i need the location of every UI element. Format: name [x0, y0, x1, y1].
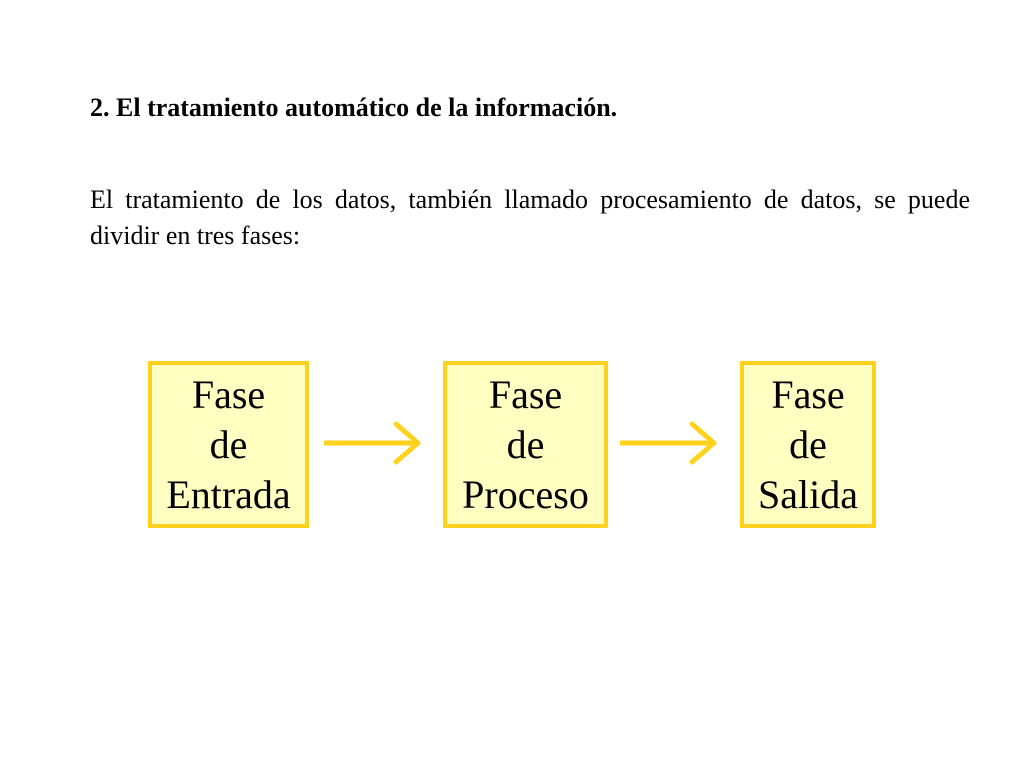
intro-paragraph: El tratamiento de los datos, también lla…	[90, 185, 970, 250]
phase-box-line: de	[209, 421, 248, 467]
phase-box-entrada: Fase de Entrada	[148, 361, 309, 528]
phase-box-salida: Fase de Salida	[740, 361, 876, 528]
phase-box-line: de	[506, 421, 545, 467]
page-title: 2. El tratamiento automático de la infor…	[90, 93, 618, 122]
phase-box-line: Entrada	[166, 471, 291, 517]
phase-box-line: Salida	[758, 471, 858, 517]
phase-box-proceso: Fase de Proceso	[443, 361, 608, 528]
phase-box-line: Proceso	[462, 471, 589, 517]
phase-box-line: Fase	[191, 371, 266, 417]
arrow-right-icon	[620, 421, 717, 465]
arrow-right-icon	[324, 421, 421, 465]
phase-box-line: Fase	[488, 371, 563, 417]
phase-box-line: de	[789, 421, 827, 467]
phase-box-line: Fase	[771, 371, 845, 417]
